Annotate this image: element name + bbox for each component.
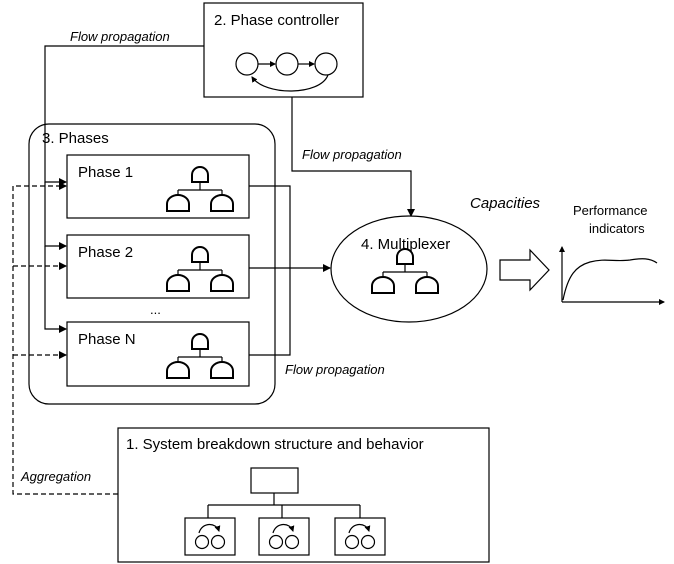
phase-controller-title: 2. Phase controller — [214, 12, 339, 29]
phases-group-title: 3. Phases — [42, 130, 109, 147]
performance-indicators: Performance indicators — [559, 203, 665, 305]
phase-n-label: Phase N — [78, 331, 136, 348]
system-breakdown: 1. System breakdown structure and behavi… — [117, 427, 490, 563]
phase-1-label: Phase 1 — [78, 164, 133, 181]
breakdown-tree — [184, 467, 386, 556]
phase-2-box: Phase 2 — [66, 234, 250, 299]
multiplexer-title: 4. Multiplexer — [361, 236, 450, 253]
flow-propagation-phases-to-multiplexer — [249, 185, 331, 356]
phase-n-box: Phase N — [66, 321, 250, 387]
state-machine-icon — [235, 52, 338, 92]
flow-propagation-label-top-left: Flow propagation — [70, 29, 170, 44]
flow-propagation-controller-to-phases — [44, 45, 204, 333]
flow-propagation-label-middle: Flow propagation — [302, 147, 402, 162]
capacities-arrow — [499, 248, 550, 292]
aggregation-link — [12, 182, 118, 495]
phase-ellipsis: ... — [150, 302, 161, 317]
capacities-label: Capacities — [470, 195, 541, 212]
performance-plot — [559, 246, 665, 305]
aggregation-label: Aggregation — [20, 469, 91, 484]
phase-1-box: Phase 1 — [66, 154, 250, 219]
performance-label-line2: indicators — [589, 221, 645, 236]
multiplexer: 4. Multiplexer — [330, 215, 488, 323]
phases-group: 3. Phases Phase 1 Phase 2 ... Phase N — [28, 123, 276, 405]
system-breakdown-title: 1. System breakdown structure and behavi… — [126, 436, 424, 453]
phase-controller-box — [203, 2, 364, 98]
phase-controller: 2. Phase controller — [203, 2, 364, 98]
flow-propagation-label-bottom-right: Flow propagation — [285, 362, 385, 377]
performance-label-line1: Performance — [573, 203, 647, 218]
flow-propagation-controller-to-multiplexer — [291, 97, 415, 217]
multiplexer-ellipse — [330, 215, 488, 323]
phase-2-label: Phase 2 — [78, 244, 133, 261]
